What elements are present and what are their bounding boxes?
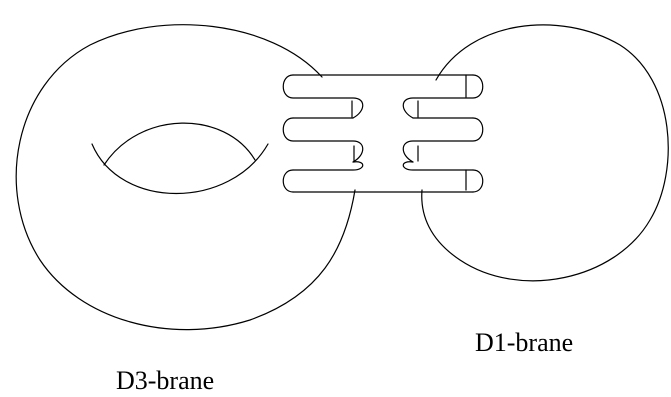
string-left-1 [282,74,364,119]
d3-torus-hole-upper-arc [103,122,256,166]
string-left-2 [282,117,364,163]
string-left-3-top [292,161,364,171]
string-right-3-top [402,161,474,171]
d3-torus-outline [15,24,356,331]
d1-sphere-outline [421,24,669,282]
string-right-1 [402,74,484,119]
d1-brane-label: D1-brane [475,328,574,357]
string-right-2 [402,117,484,163]
d3-torus-hole-lower-arc [91,143,269,194]
d3-brane-label: D3-brane [116,366,215,395]
string-left-3 [282,169,294,193]
string-right-3 [472,169,484,193]
